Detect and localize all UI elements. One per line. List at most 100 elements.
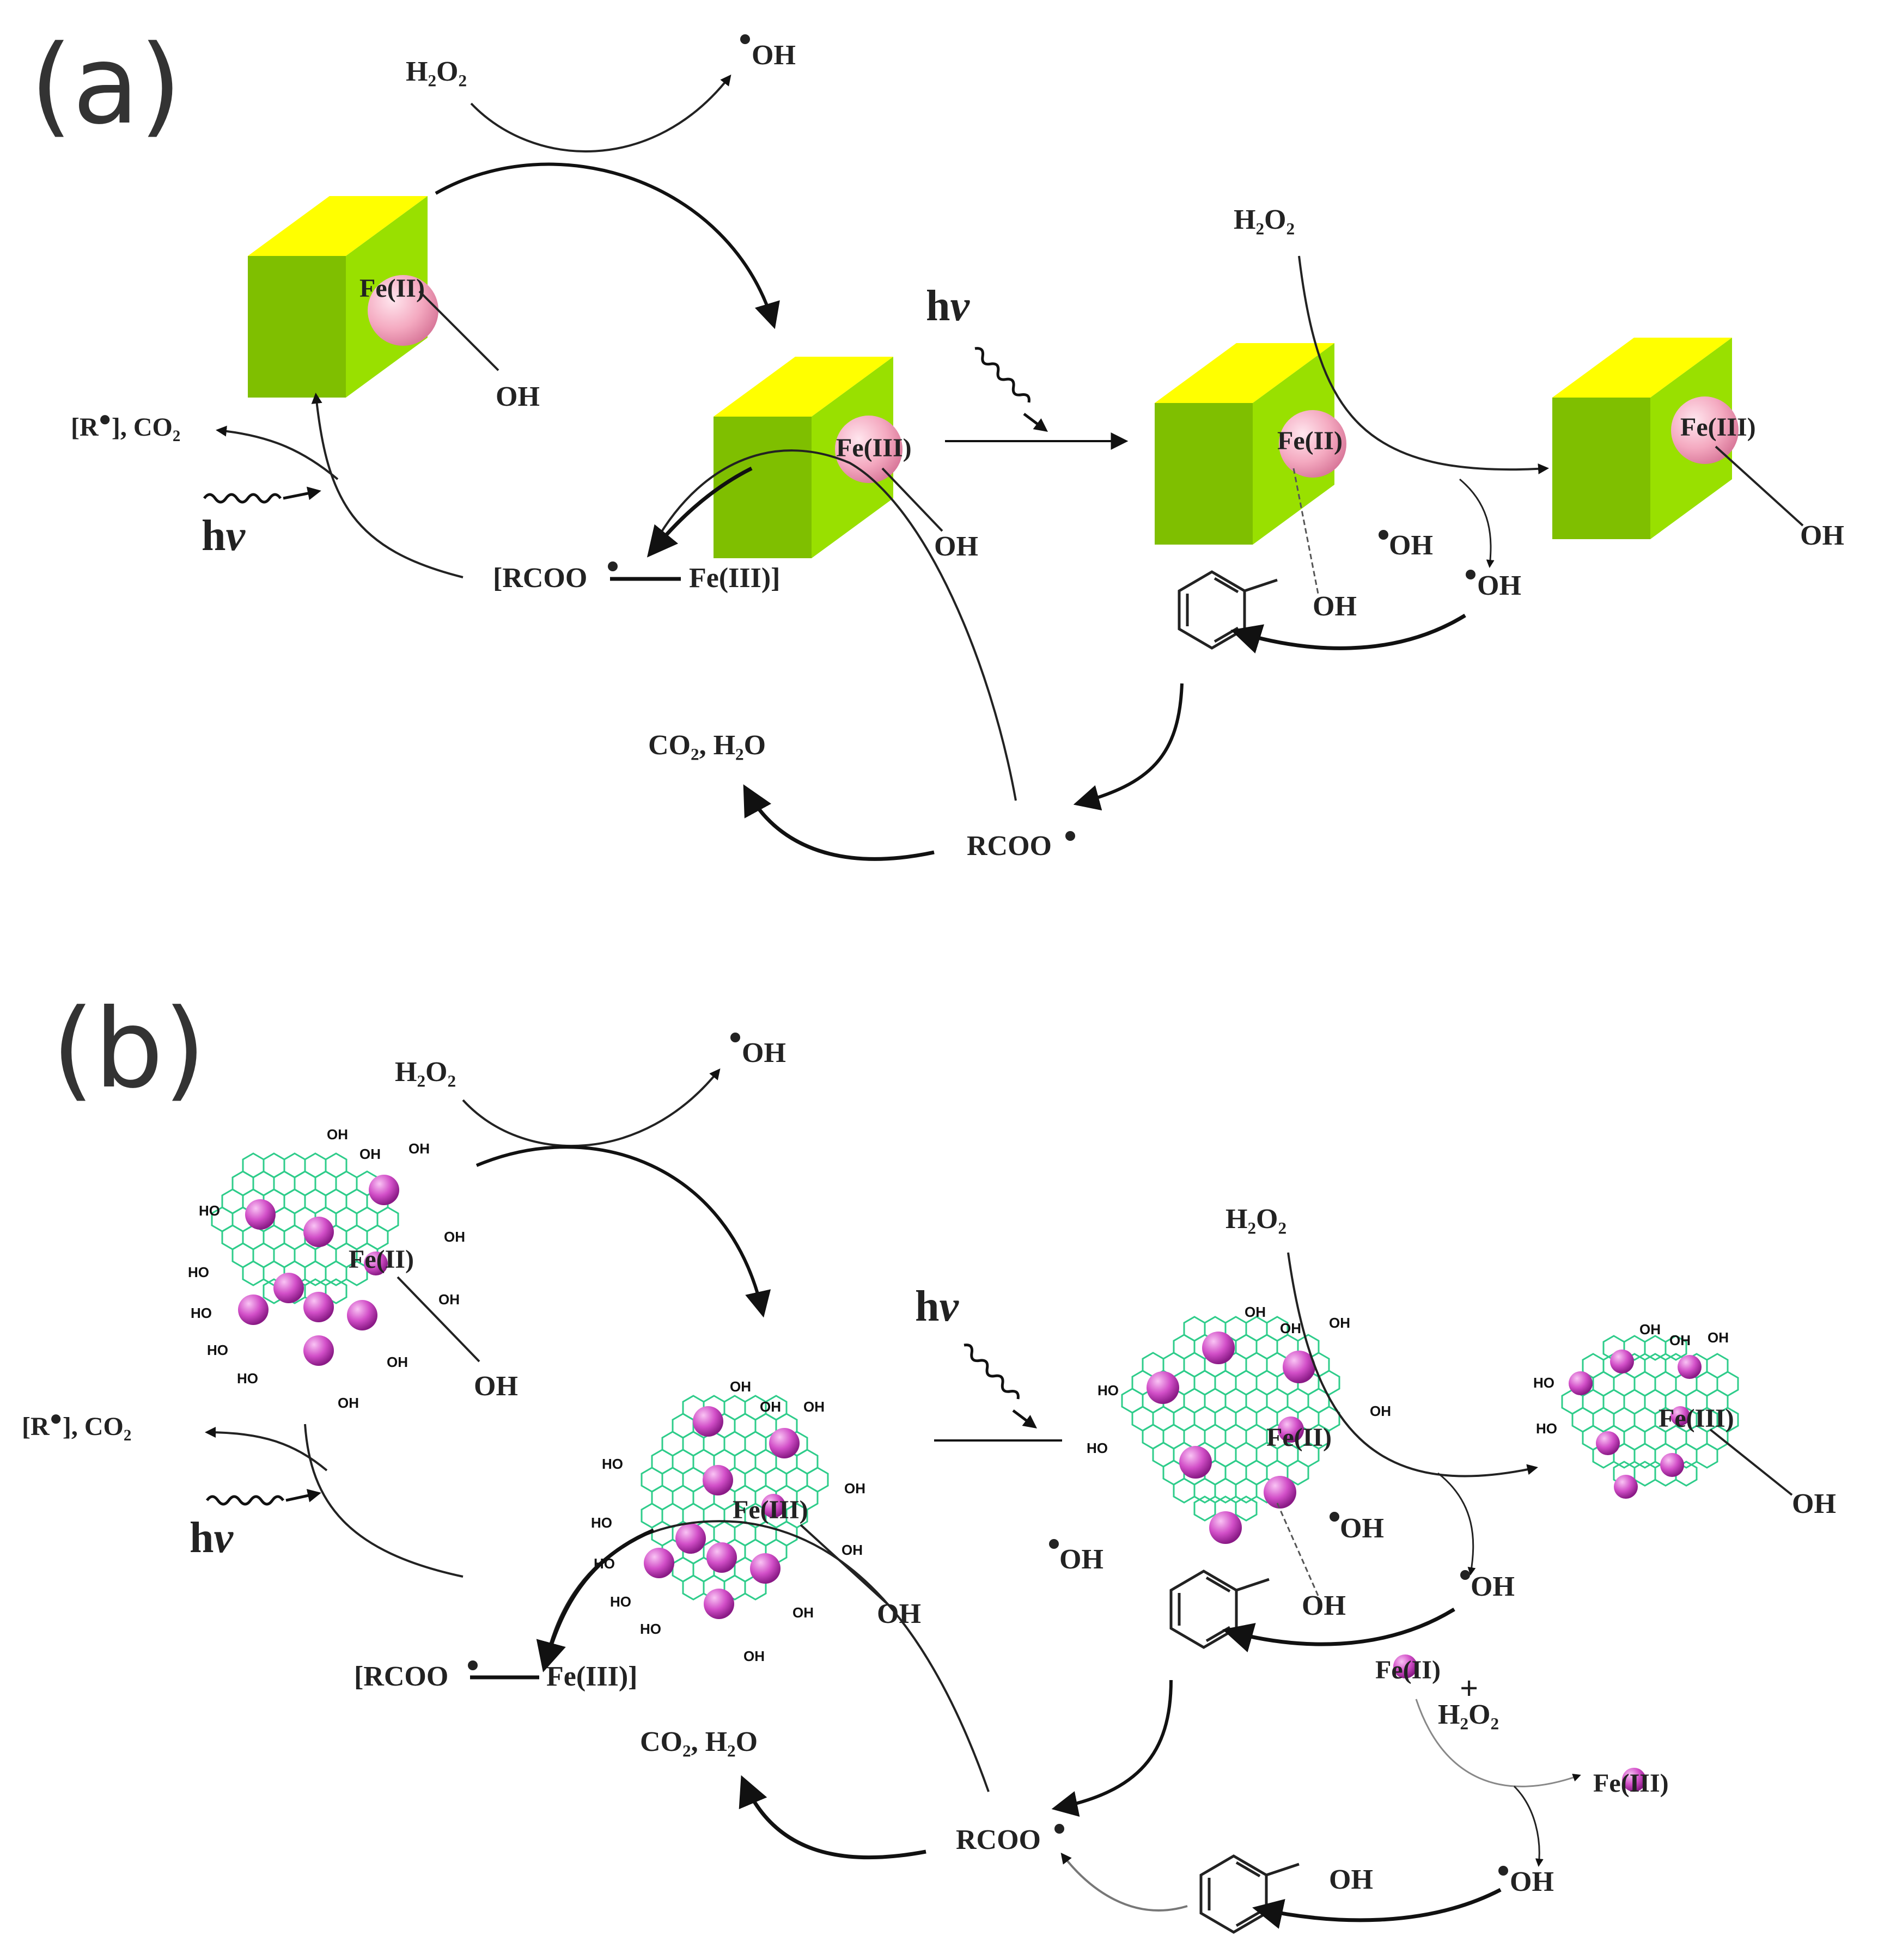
svg-text:HO: HO [591,1515,612,1531]
svg-text:OH: OH [327,1126,348,1143]
b-h2o2-to-fe3-arrow [1287,1252,1538,1477]
b-oh-far: OH [1792,1488,1836,1519]
a-fe3-mid: Fe(III) [836,433,912,462]
svg-text:OH: OH [1329,1315,1350,1331]
b-oh-top: OH [742,1037,786,1068]
b-fe2-left: Fe(II) [349,1245,414,1274]
b-fe2-free: Fe(II) [1375,1656,1441,1684]
b-rcoo: RCOO [956,1824,1041,1855]
a-fe3-sphere [835,416,903,483]
a-phenol-to-rcoo-arrow [1073,683,1184,811]
b-rcoo-fe: [RCOO [354,1661,448,1692]
a-r-co2-arrow [216,425,339,480]
a-co2-h2o: CO₂, H₂O [648,730,766,761]
b-fe2-to-fe3-arrow [475,1145,771,1318]
svg-text:HO: HO [640,1621,661,1637]
b-h2o2-right: H₂O₂ [1225,1204,1286,1235]
b-oh-generation-arrow [1437,1472,1476,1576]
a-r-co2: [R●], CO₂ [71,406,180,442]
a-fe3-far-sphere [1671,396,1739,464]
b-fe2-right: Fe(II) [1266,1423,1332,1452]
a-phenol-oh: OH [1313,591,1357,622]
svg-text:HO: HO [199,1202,220,1219]
b-oh-radical-4: OH [1510,1866,1554,1897]
a-h2o2-to-oh-arrow [470,74,731,152]
b-hv-left: hν [190,1514,234,1562]
a-rcoo: RCOO [967,831,1052,862]
b-oh-radical-3: OH [1471,1571,1515,1602]
b-fe3-free-particle [1622,1768,1646,1792]
svg-text:HO: HO [191,1305,212,1321]
svg-text:OH: OH [1669,1332,1691,1348]
a-oh-generation-arrow [1459,478,1495,568]
b-rcoo-fe-tail: Fe(III)] [546,1661,638,1692]
a-rcoo-fe: [RCOO [493,563,587,594]
svg-text:OH: OH [438,1291,460,1308]
b-rcoo-to-co2-arrow [739,1775,926,1860]
svg-text:OH: OH [338,1395,359,1411]
b-fe3-mid: Fe(III) [733,1495,808,1524]
a-oh-top: OH [752,40,796,71]
a-fe2-right: Fe(II) [1277,426,1343,455]
svg-text:OH: OH [387,1354,408,1370]
b-oh-radical-1: OH [1059,1544,1103,1575]
a-h2o2-to-fe3-arrow [1298,255,1549,474]
panel-b-label: (b) [52,986,206,1113]
b-oh-left: OH [474,1371,518,1402]
svg-text:OH: OH [1280,1320,1301,1336]
b-r-co2-arrow [205,1427,328,1471]
b-graphene-sheet-fe2-right: OH OH OH OH HO HO [1087,1304,1391,1544]
panel-a-label: (a) [30,22,182,149]
svg-text:HO: HO [237,1370,258,1387]
a-radical-dot-top [740,34,750,44]
b-co2-h2o: CO₂, H₂O [640,1726,758,1757]
a-rcoo-to-co2-arrow [743,784,935,861]
svg-text:HO: HO [188,1264,209,1280]
svg-text:HO: HO [602,1456,623,1472]
b-fe3-free: Fe(III) [1593,1769,1669,1798]
b-graphene-sheet-fe2: OH OH OH OH OH OH OH HO HO HO HO HO [188,1126,465,1411]
a-rcoo-fe-tail: Fe(III)] [689,563,781,594]
b-oh-attack-arrow [1222,1608,1455,1653]
svg-text:HO: HO [1533,1375,1554,1391]
b-light-wave-left [207,1497,283,1504]
b-phenol-to-rcoo-arrow [1051,1680,1173,1817]
svg-text:OH: OH [1708,1329,1729,1346]
svg-text:HO: HO [610,1593,631,1610]
a-hv-left: hν [202,512,246,560]
b-oh-attack-arrow-2 [1252,1888,1502,1929]
b-oh-mid: OH [877,1598,921,1629]
a-oh-radical-2: OH [1477,570,1521,601]
b-h2o2-free: H₂O₂ [1438,1699,1499,1730]
svg-text:HO: HO [207,1342,228,1358]
b-return-curve [304,1424,464,1578]
a-hv-mid: hν [926,282,971,330]
svg-text:HO: HO [1536,1420,1557,1437]
b-free-fe-to-fe3-arrow [1415,1699,1581,1787]
svg-text:OH: OH [743,1648,765,1664]
b-oh-radical-2: OH [1340,1513,1384,1544]
b-phenol-ring-2 [1201,1856,1299,1932]
b-graphene-sheet-fe3: OH OH OH OH OH OH OH HO HO HO HO HO [591,1378,865,1664]
svg-text:OH: OH [359,1146,381,1162]
b-free-oh-generation-arrow [1513,1785,1544,1867]
a-oh-far: OH [1800,520,1844,551]
b-light-wave-mid [961,1342,1021,1402]
a-fe2-left: Fe(II) [359,274,425,303]
a-fe2-right-sphere [1279,410,1346,478]
svg-text:OH: OH [842,1542,863,1558]
svg-text:OH: OH [844,1480,865,1497]
b-phenol-oh: OH [1302,1590,1346,1621]
svg-text:OH: OH [730,1378,751,1395]
b-h2o2-to-oh-arrow [462,1068,721,1147]
a-fe2-to-fe3-arrow [435,162,780,329]
a-phenol-ring [1179,572,1277,648]
b-phenol2-to-rcoo-arrow [1060,1852,1188,1912]
b-phenol2-oh: OH [1329,1864,1373,1895]
svg-text:HO: HO [1097,1382,1119,1399]
a-light-wave-mid [972,346,1032,405]
svg-text:OH: OH [792,1604,814,1621]
svg-text:OH: OH [444,1229,465,1245]
a-oh-left: OH [496,381,540,412]
